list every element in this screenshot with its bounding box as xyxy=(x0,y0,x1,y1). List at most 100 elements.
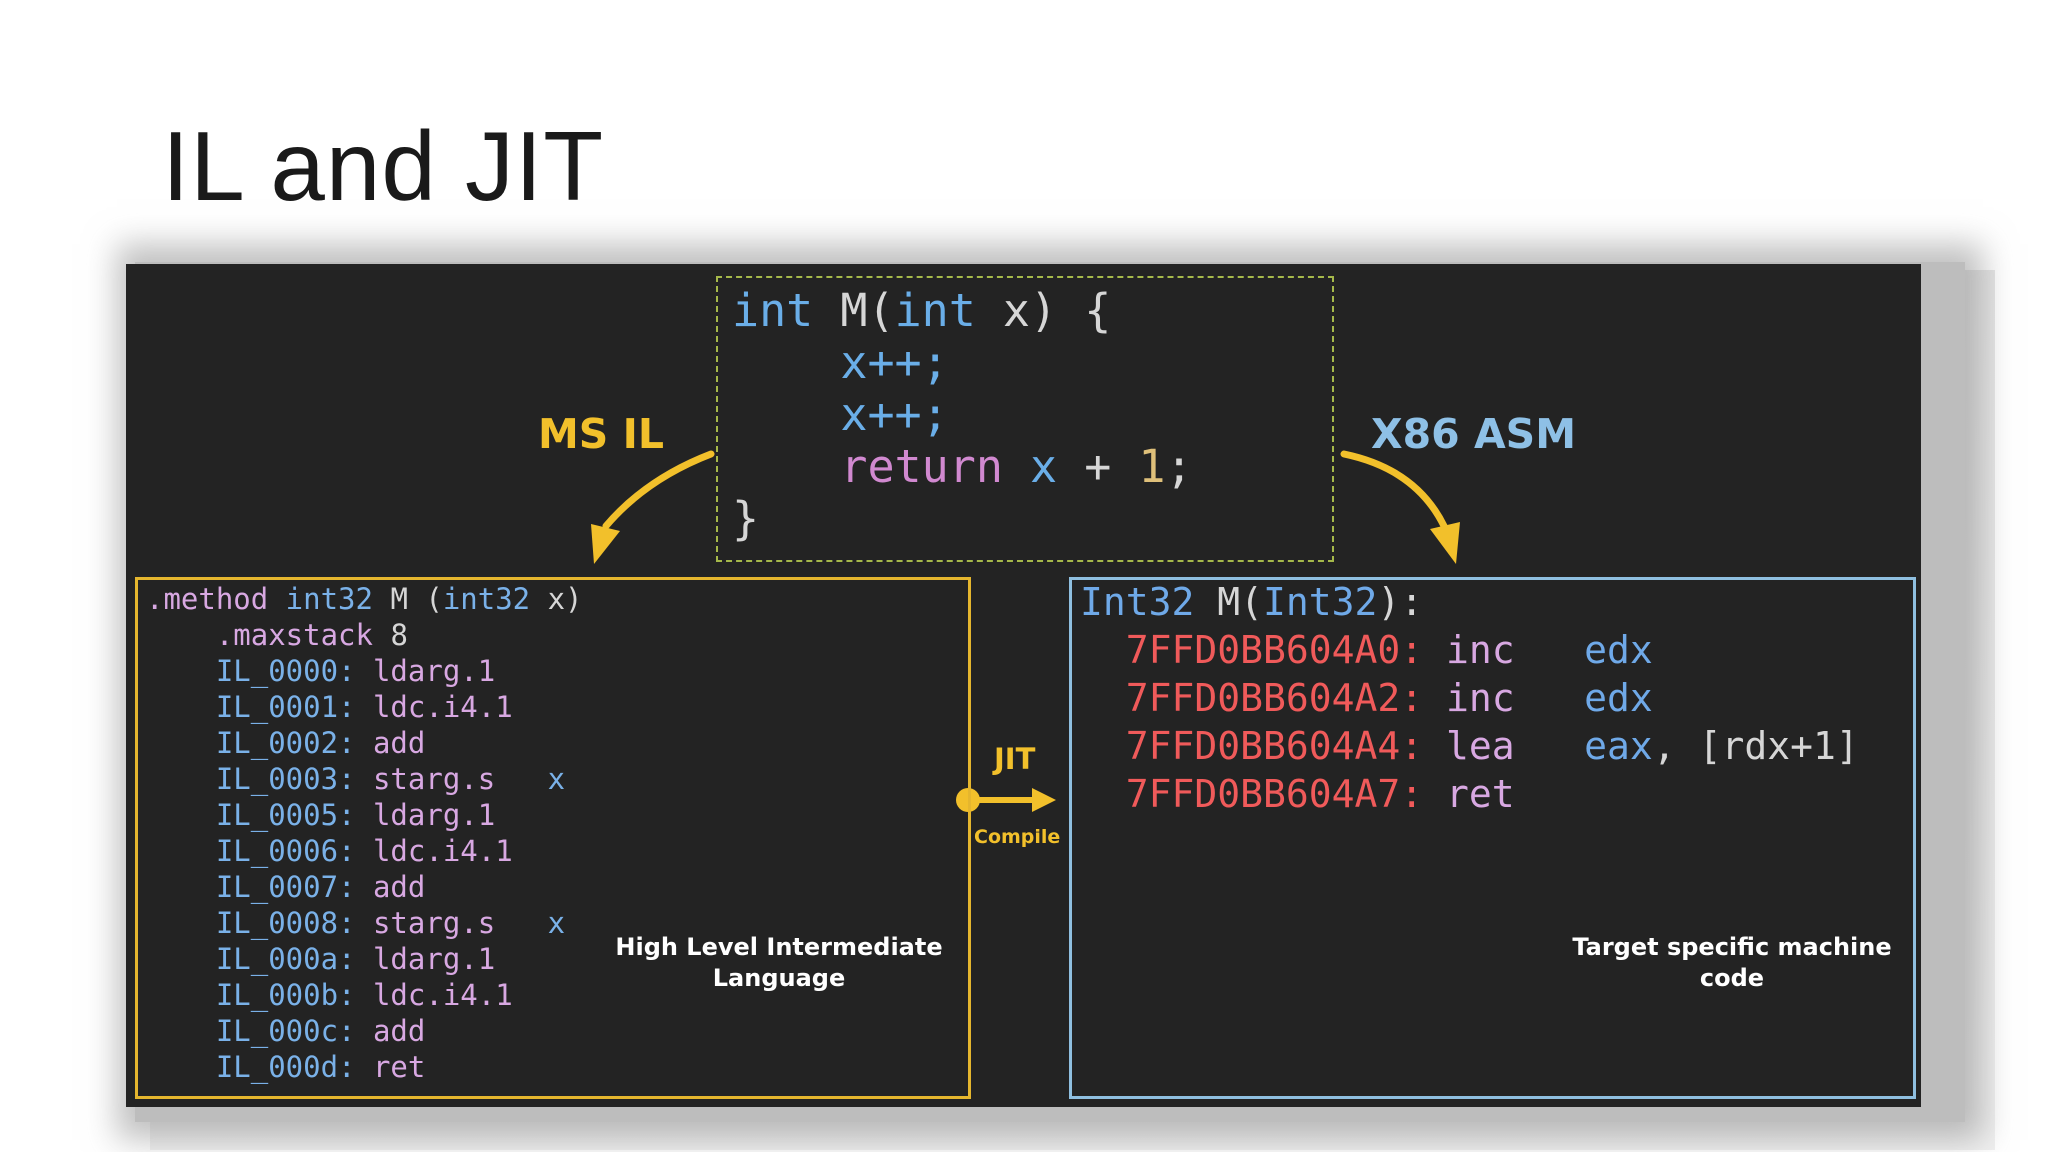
source-number: 1 xyxy=(1138,440,1166,493)
il-opcode: ldc.i4.1 xyxy=(355,690,513,724)
il-instruction-row: IL_0002: add xyxy=(146,726,426,760)
asm-opcode: ret xyxy=(1423,772,1515,816)
il-directive: .maxstack xyxy=(146,618,373,652)
il-type: int32 xyxy=(268,582,373,616)
ms-il-label: MS IL xyxy=(538,410,664,458)
il-opcode: add xyxy=(355,726,426,760)
il-offset-label: IL_0008: xyxy=(146,906,356,940)
source-line-5: } xyxy=(732,492,760,545)
il-instruction-row: IL_0003: starg.s x xyxy=(146,762,565,796)
ms-il-arrow xyxy=(602,450,715,530)
jit-arrow-head xyxy=(1032,788,1056,812)
source-line-2: x++; xyxy=(732,336,949,389)
source-keyword: int xyxy=(894,284,976,337)
asm-address: 7FFD0BB604A7: xyxy=(1080,772,1424,816)
il-instruction-row: IL_0001: ldc.i4.1 xyxy=(146,690,513,724)
source-variable: x xyxy=(1002,440,1058,493)
il-offset-label: IL_0007: xyxy=(146,870,356,904)
il-instruction-row: IL_0007: add xyxy=(146,870,426,904)
il-paren: ( xyxy=(407,582,443,616)
asm-address: 7FFD0BB604A4: xyxy=(1080,724,1424,768)
x86-asm-arrow xyxy=(1340,450,1448,530)
il-instruction-row: IL_0005: ldarg.1 xyxy=(146,798,495,832)
il-opcode: ldarg.1 xyxy=(355,942,496,976)
il-opcode: ret xyxy=(355,1050,426,1084)
il-opcode: starg.s xyxy=(355,906,496,940)
arrows-layer xyxy=(591,450,1460,812)
jit-label: JIT xyxy=(994,742,1036,776)
asm-header-end: ): xyxy=(1377,580,1424,624)
il-offset-label: IL_000b: xyxy=(146,978,356,1012)
asm-register: eax xyxy=(1584,724,1653,768)
il-directive: .method xyxy=(146,582,269,616)
il-opcode: starg.s xyxy=(355,762,496,796)
asm-opcode: inc xyxy=(1423,676,1515,720)
source-operator: + xyxy=(1057,440,1139,493)
diagram-panel: int M(int x) { x++; x++; return x + 1; }… xyxy=(126,264,1921,1107)
il-opcode: add xyxy=(355,1014,426,1048)
il-instruction-row: IL_0000: ldarg.1 xyxy=(146,654,495,688)
source-code-box: int M(int x) { x++; x++; return x + 1; } xyxy=(716,276,1334,562)
ms-il-arrow-head xyxy=(591,524,620,564)
source-line-3: x++; xyxy=(732,388,949,441)
source-text: x) { xyxy=(975,284,1112,337)
source-semicolon: ; xyxy=(1165,440,1193,493)
il-offset-label: IL_0002: xyxy=(146,726,356,760)
asm-address: 7FFD0BB604A2: xyxy=(1080,676,1424,720)
x86-asm-arrow-head xyxy=(1430,522,1460,564)
asm-method-header: Int32 M(Int32): xyxy=(1080,580,1423,624)
il-opcode: ldc.i4.1 xyxy=(355,834,513,868)
il-caption-line: Language xyxy=(712,964,846,992)
asm-type: Int32 xyxy=(1080,580,1195,624)
asm-instruction-row: 7FFD0BB604A2: inc edx xyxy=(1080,676,1653,720)
il-offset-label: IL_000d: xyxy=(146,1050,356,1084)
il-opcode: ldarg.1 xyxy=(355,798,496,832)
asm-address: 7FFD0BB604A0: xyxy=(1080,628,1424,672)
il-instruction-row: IL_000a: ldarg.1 xyxy=(146,942,495,976)
il-offset-label: IL_0006: xyxy=(146,834,356,868)
il-method-name: M xyxy=(372,582,408,616)
il-maxstack: .maxstack 8 xyxy=(146,618,408,652)
slide-title: IL and JIT xyxy=(162,111,605,221)
asm-register: edx xyxy=(1584,628,1653,672)
asm-caption-line: Target specific machine xyxy=(1572,933,1892,961)
il-argument: x xyxy=(495,762,566,796)
il-opcode: add xyxy=(355,870,426,904)
il-instruction-row: IL_0006: ldc.i4.1 xyxy=(146,834,513,868)
source-line-4: return x + 1; xyxy=(732,440,1193,493)
x86-asm-label: X86 ASM xyxy=(1371,410,1576,458)
il-instruction-row: IL_000d: ret xyxy=(146,1050,426,1084)
il-instruction-row: IL_000b: ldc.i4.1 xyxy=(146,978,513,1012)
il-type: int32 xyxy=(442,582,531,616)
asm-operand: , [rdx+1] xyxy=(1652,724,1859,768)
il-offset-label: IL_000c: xyxy=(146,1014,356,1048)
source-return-keyword: return xyxy=(732,440,1003,493)
asm-type: Int32 xyxy=(1263,580,1378,624)
source-keyword: int xyxy=(732,284,814,337)
il-param: x) xyxy=(530,582,583,616)
il-maxstack-value: 8 xyxy=(372,618,408,652)
il-instruction-row: IL_0008: starg.s x xyxy=(146,906,565,940)
il-method-header: .method int32 M (int32 x) xyxy=(146,582,583,616)
il-offset-label: IL_0001: xyxy=(146,690,356,724)
il-instruction-row: IL_000c: add xyxy=(146,1014,426,1048)
asm-instruction-row: 7FFD0BB604A7: ret xyxy=(1080,772,1584,816)
asm-method-name: M( xyxy=(1194,580,1264,624)
source-line-1: int M(int x) { xyxy=(732,284,1111,337)
il-offset-label: IL_000a: xyxy=(146,942,356,976)
asm-register: edx xyxy=(1584,676,1653,720)
il-code-box: .method int32 M (int32 x) .maxstack 8 IL… xyxy=(135,577,971,1099)
asm-opcode: lea xyxy=(1423,724,1515,768)
il-argument: x xyxy=(495,906,566,940)
il-opcode: ldc.i4.1 xyxy=(355,978,513,1012)
il-offset-label: IL_0000: xyxy=(146,654,356,688)
il-caption-line: High Level Intermediate xyxy=(615,933,943,961)
compile-label: Compile xyxy=(974,826,1061,848)
il-offset-label: IL_0003: xyxy=(146,762,356,796)
il-opcode: ldarg.1 xyxy=(355,654,496,688)
source-method-name: M( xyxy=(813,284,895,337)
